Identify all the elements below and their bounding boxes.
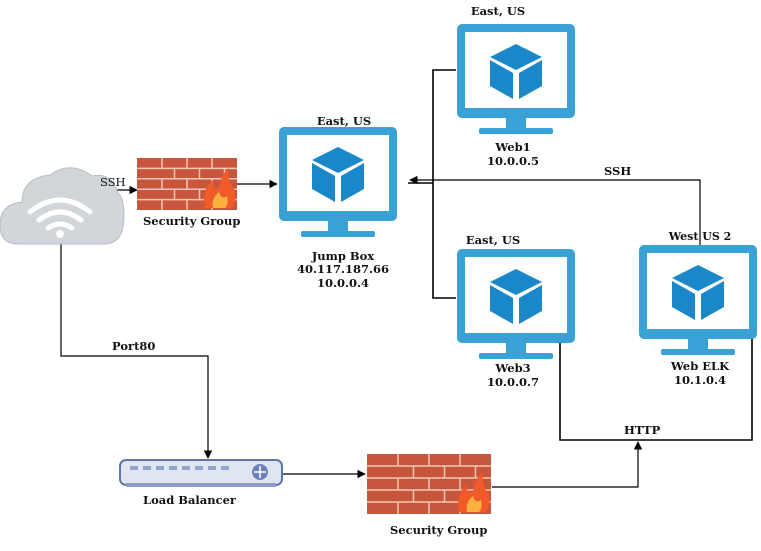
web3-ip: 10.0.0.7	[486, 375, 540, 389]
cube-icon	[312, 147, 364, 202]
virtual-machine-icon	[457, 24, 575, 134]
connectors	[60, 69, 753, 488]
ssh-label: SSH	[100, 175, 126, 189]
firewall-icon	[367, 454, 491, 514]
virtual-machine-icon	[457, 249, 575, 359]
security-group-bottom-label: Security Group	[390, 523, 488, 537]
load-balancer-label: Load Balancer	[143, 493, 236, 507]
web-elk-name: Web ELK	[670, 359, 730, 373]
web-elk-ip: 10.1.0.4	[673, 373, 727, 387]
load-balancer-icon	[119, 459, 283, 487]
port80-label: Port80	[112, 339, 156, 353]
web-elk-region: West US 2	[668, 230, 732, 243]
connector-http-bus	[559, 331, 753, 441]
web3-name: Web3	[495, 361, 531, 375]
connector-port80-to-loadbalancer	[60, 244, 213, 459]
security-group-top-label: Security Group	[143, 214, 241, 228]
connector-jumpbox-to-webs	[432, 69, 456, 299]
jump-box-name: Jump Box	[311, 249, 375, 263]
cube-icon	[490, 44, 542, 99]
cube-icon	[490, 269, 542, 324]
virtual-machine-icon	[279, 127, 397, 237]
jump-box-private-ip: 10.0.0.4	[316, 276, 370, 290]
wifi-icon	[27, 197, 93, 231]
web1-region: East, US	[470, 4, 526, 18]
ssh-elk-label: SSH	[604, 164, 632, 178]
connector-firewall-to-http	[492, 441, 643, 488]
jump-box-public-ip: 40.117.187.66	[296, 262, 390, 276]
virtual-machine-icon	[639, 245, 757, 355]
web1-name: Web1	[495, 140, 531, 154]
firewall-icon	[137, 158, 237, 210]
jump-box-region: East, US	[316, 114, 372, 128]
http-label: HTTP	[624, 423, 661, 437]
cube-icon	[672, 265, 724, 320]
connector-elk-ssh-to-jumpbox	[409, 175, 701, 245]
web3-region: East, US	[465, 233, 521, 247]
internet-cloud-icon	[0, 167, 125, 245]
web1-ip: 10.0.0.5	[486, 154, 540, 168]
